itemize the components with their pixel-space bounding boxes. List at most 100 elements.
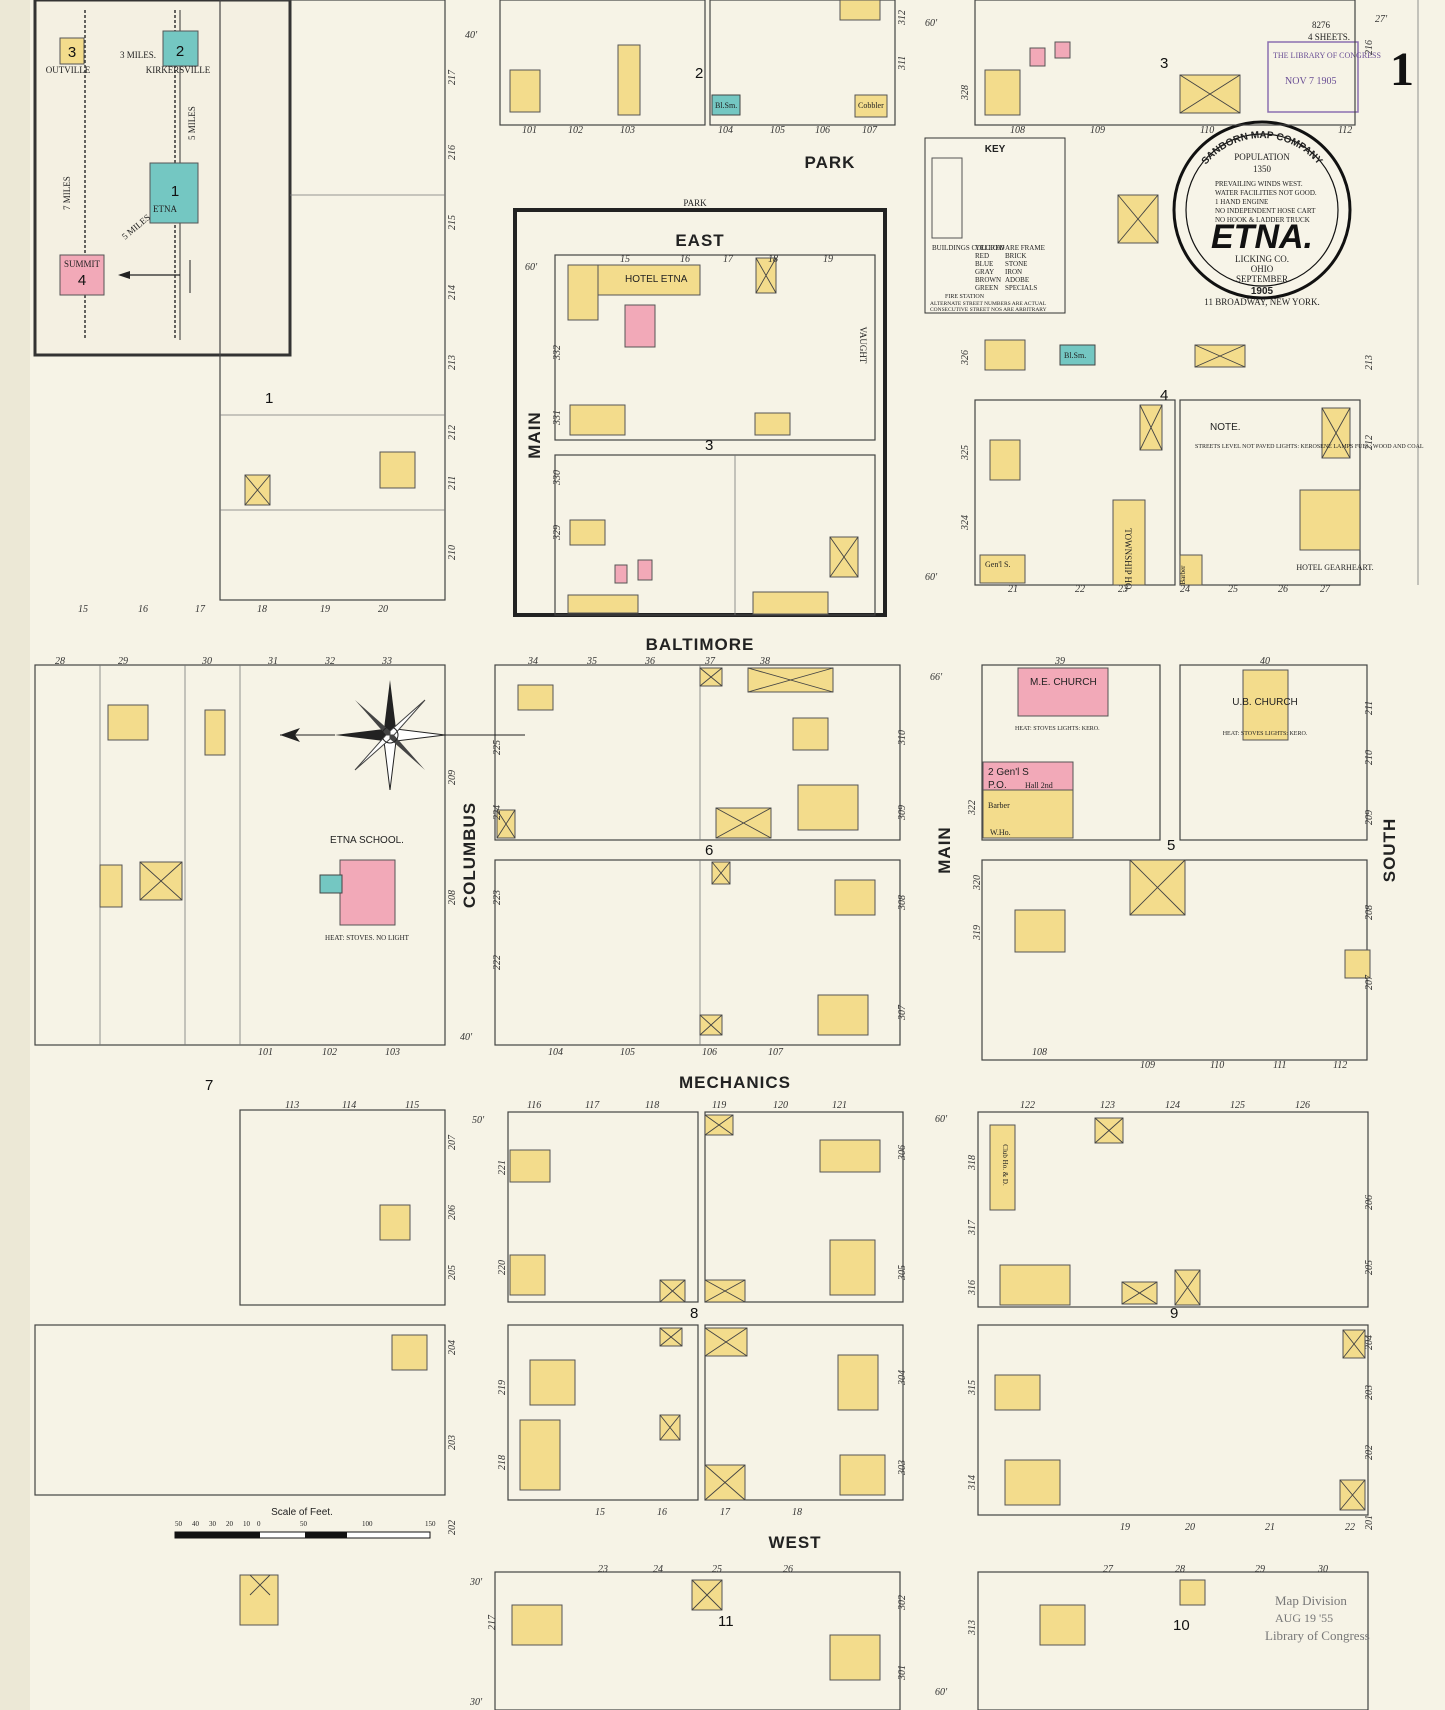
sheet-count-number: 8276 xyxy=(1312,20,1331,30)
side-209: 209 xyxy=(447,770,458,785)
seal-note-5: NO HOOK & LADDER TRUCK xyxy=(1215,216,1310,224)
lot-w20: 20 xyxy=(1185,1522,1195,1533)
title-seal: SANBORN MAP COMPANY POPULATION 1350 ETNA… xyxy=(1172,120,1352,307)
library-stamp-line2: NOV 7 1905 xyxy=(1285,76,1336,87)
seal-county: LICKING CO. xyxy=(1235,254,1289,264)
street-west: WEST xyxy=(768,1533,821,1552)
side-331: 331 xyxy=(552,410,563,426)
side-220: 220 xyxy=(497,1260,508,1275)
key-color-red: RED xyxy=(975,252,989,260)
sheet-number: 1 xyxy=(1390,43,1414,96)
label-school-heat: HEAT: STOVES. NO LIGHT xyxy=(325,934,410,942)
lot-17: 17 xyxy=(195,604,206,615)
scale-tick-4: 20 xyxy=(226,1520,234,1528)
lot-m111: 111 xyxy=(1273,1060,1287,1071)
seal-note-1: PREVAILING WINDS WEST. xyxy=(1215,180,1303,188)
label-barber: Barber xyxy=(988,801,1010,810)
scale-tick-5: 10 xyxy=(243,1520,251,1528)
side-313: 313 xyxy=(967,1620,978,1636)
street-main-right: MAIN xyxy=(935,826,954,873)
lot-122: 122 xyxy=(1020,1100,1035,1111)
lot-119: 119 xyxy=(712,1100,726,1111)
lot-120: 120 xyxy=(773,1100,788,1111)
side-301: 301 xyxy=(897,1665,908,1681)
blocks xyxy=(34,0,1419,1710)
side-316: 316 xyxy=(967,1280,978,1296)
inset-place-3-num: 3 xyxy=(68,44,76,61)
side-217: 217 xyxy=(447,69,458,85)
inset-place-2-num: 2 xyxy=(176,43,184,60)
key-title: KEY xyxy=(985,144,1006,155)
side-322: 322 xyxy=(967,800,978,816)
inset-place-3-name: OUTVILLE xyxy=(46,65,91,75)
block-number-3: 3 xyxy=(705,437,713,454)
key-colors-heading: BUILDINGS COLORED xyxy=(932,244,1005,252)
side-s202: 202 xyxy=(1364,1445,1375,1460)
side-s210: 210 xyxy=(1364,750,1375,765)
lot-39: 39 xyxy=(1054,656,1065,667)
side-311: 311 xyxy=(897,56,908,71)
street-park-small: PARK xyxy=(683,198,707,208)
side-332: 332 xyxy=(552,345,563,361)
seal-note-3: 1 HAND ENGINE xyxy=(1215,198,1268,206)
side-307: 307 xyxy=(897,1004,908,1021)
seal-address: 11 BROADWAY, NEW YORK. xyxy=(1204,297,1319,307)
inset-dist-2: 5 MILES xyxy=(187,106,197,140)
scale-tick-9: 150 xyxy=(425,1520,436,1528)
block-number-5: 5 xyxy=(1167,837,1175,854)
lot-26: 26 xyxy=(1278,584,1288,595)
side-306: 306 xyxy=(897,1145,908,1161)
label-bl-sm: Bl.Sm. xyxy=(715,101,737,110)
side-213: 213 xyxy=(447,355,458,370)
lot-22: 22 xyxy=(1075,584,1085,595)
width-3: 60' xyxy=(525,262,538,273)
lot-40: 40 xyxy=(1260,656,1270,667)
lot-105: 105 xyxy=(770,125,785,136)
lot-m107: 107 xyxy=(768,1047,784,1058)
key-color-yellow-material: ARE FRAME xyxy=(1005,244,1045,252)
side-310: 310 xyxy=(897,730,908,746)
side-312: 312 xyxy=(897,10,908,26)
street-park: PARK xyxy=(805,153,856,172)
block-number-7: 7 xyxy=(205,1077,213,1094)
lot-20: 20 xyxy=(378,604,388,615)
label-ub-church: U.B. CHURCH xyxy=(1232,697,1298,708)
side-221: 221 xyxy=(497,1160,508,1175)
lot-102: 102 xyxy=(568,125,583,136)
lot-126: 126 xyxy=(1295,1100,1310,1111)
width-11: 27' xyxy=(1375,14,1388,25)
lot-m110: 110 xyxy=(1210,1060,1224,1071)
seal-state: OHIO xyxy=(1251,264,1274,274)
side-s204: 204 xyxy=(1364,1335,1375,1350)
key-color-blue-material: STONE xyxy=(1005,260,1027,268)
side-314: 314 xyxy=(967,1475,978,1491)
lot-numbers: 101 102 103 104 105 106 107 108 109 110 … xyxy=(55,125,1355,1575)
key-color-brown-material: ADOBE xyxy=(1005,276,1029,284)
street-main-left: MAIN xyxy=(525,411,544,458)
scale-tick-7: 50 xyxy=(300,1520,308,1528)
width-4: 60' xyxy=(925,572,938,583)
side-214: 214 xyxy=(447,285,458,300)
key-color-gray-material: IRON xyxy=(1005,268,1022,276)
side-217b: 217 xyxy=(487,1614,498,1630)
street-mechanics: MECHANICS xyxy=(679,1073,791,1092)
side-225: 225 xyxy=(492,740,503,755)
side-223: 223 xyxy=(492,890,503,905)
seal-population-label: POPULATION xyxy=(1234,152,1290,162)
lot-w21: 21 xyxy=(1265,1522,1275,1533)
label-hotel-gearheart: HOTEL GEARHEART. xyxy=(1296,563,1373,572)
lot-m104: 104 xyxy=(548,1047,563,1058)
block-number-3b: 3 xyxy=(1160,55,1168,72)
street-columbus: COLUMBUS xyxy=(460,802,479,908)
sheet-count-label: 4 SHEETS. xyxy=(1308,32,1350,42)
side-s205: 205 xyxy=(1364,1260,1375,1275)
block-number-6: 6 xyxy=(705,842,713,859)
side-207: 207 xyxy=(447,1134,458,1150)
side-328: 328 xyxy=(960,85,971,101)
inset-dist-3: 7 MILES xyxy=(62,176,72,210)
side-309: 309 xyxy=(897,805,908,821)
side-319: 319 xyxy=(972,925,983,941)
side-216: 216 xyxy=(447,145,458,160)
lot-118: 118 xyxy=(645,1100,659,1111)
width-9: 30' xyxy=(469,1577,483,1588)
